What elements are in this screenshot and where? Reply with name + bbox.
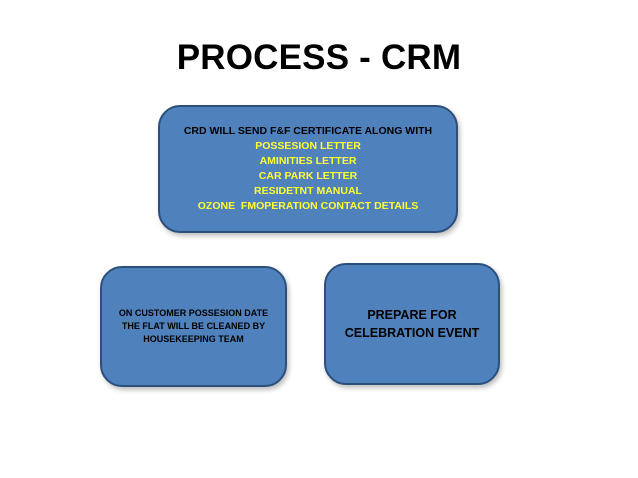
box-item: AMINITIES LETTER xyxy=(259,155,357,167)
process-box-housekeeping: ON CUSTOMER POSSESION DATE THE FLAT WILL… xyxy=(100,266,287,387)
box-line: PREPARE FOR xyxy=(367,308,457,322)
box-item: CAR PARK LETTER xyxy=(258,170,358,182)
box-heading: CRD WILL SEND F&F CERTIFICATE ALONG WITH xyxy=(183,125,433,137)
box-line: THE FLAT WILL BE CLEANED BY xyxy=(121,321,266,331)
box-item: OZONE FMOPERATION CONTACT DETAILS xyxy=(197,200,419,212)
process-box-certificate: CRD WILL SEND F&F CERTIFICATE ALONG WITH… xyxy=(158,105,458,233)
box-item: POSSESION LETTER xyxy=(255,140,361,152)
box-line: ON CUSTOMER POSSESION DATE xyxy=(118,308,269,318)
slide-title: PROCESS - CRM xyxy=(176,38,462,77)
box-item: RESIDETNT MANUAL xyxy=(254,185,362,197)
process-box-celebration: PREPARE FOR CELEBRATION EVENT xyxy=(324,263,500,385)
box-line: HOUSEKEEPING TEAM xyxy=(143,334,244,344)
box-line: CELEBRATION EVENT xyxy=(344,326,480,340)
